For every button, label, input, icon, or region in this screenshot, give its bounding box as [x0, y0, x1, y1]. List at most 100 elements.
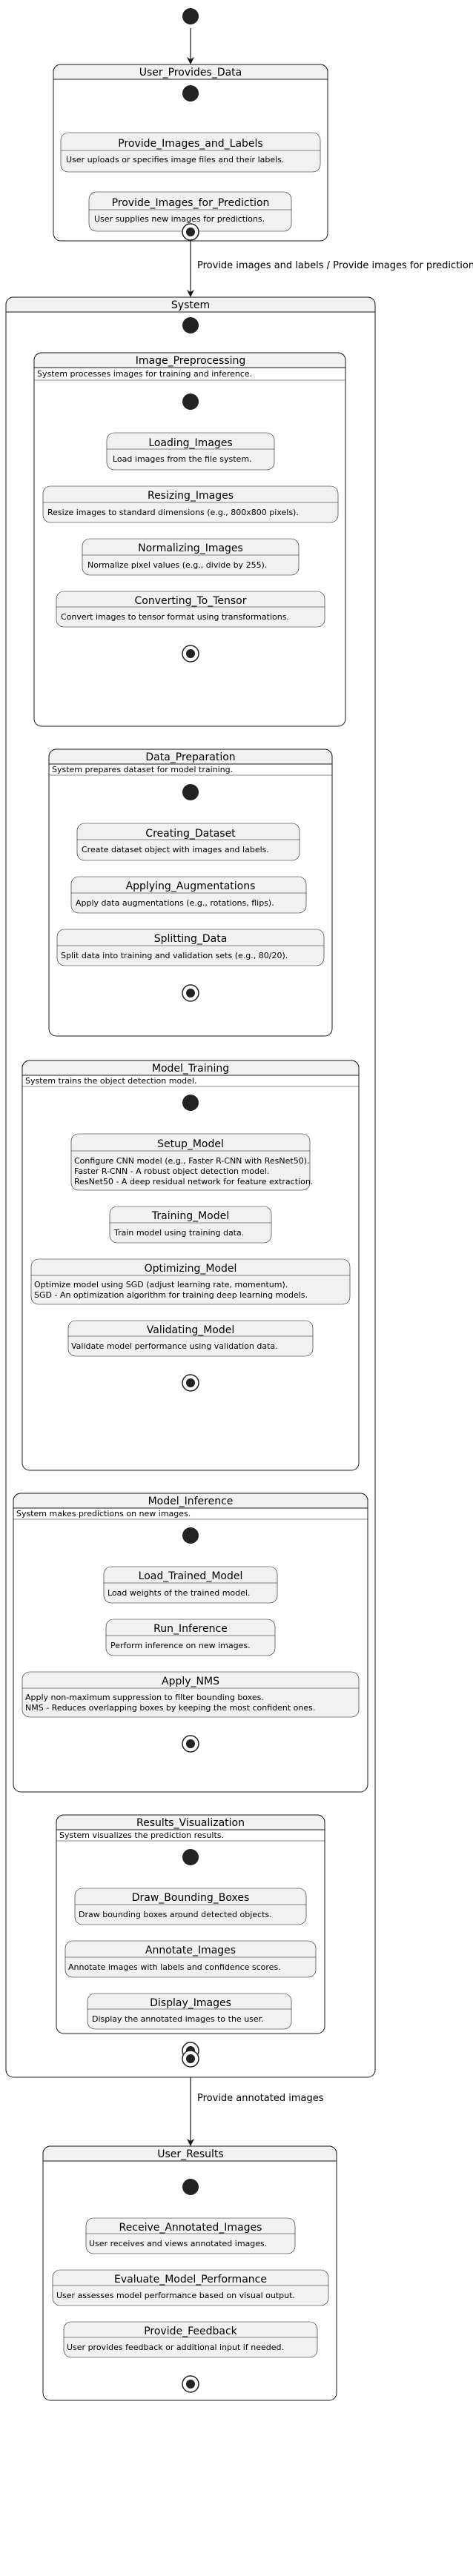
composite-title: Model_Training	[152, 1063, 229, 1075]
state-converting-to-tensor: Converting_To_Tensor Convert images to t…	[56, 591, 325, 628]
initial-state	[182, 1527, 199, 1544]
state-title: Resizing_Images	[148, 490, 234, 502]
final-state	[182, 1374, 199, 1392]
composite-image-preprocessing: Image_Preprocessing System processes ima…	[33, 352, 346, 727]
state-desc: Convert images to tensor format using tr…	[61, 612, 289, 622]
state-title: Draw_Bounding_Boxes	[132, 1892, 250, 1904]
state-draw-bounding-boxes: Draw_Bounding_Boxes Draw bounding boxes …	[74, 1888, 307, 1925]
transition-label-input: Provide images and labels / Provide imag…	[197, 260, 473, 271]
state-title: Evaluate_Model_Performance	[114, 2274, 267, 2285]
state-applying-augmentations: Applying_Augmentations Apply data augmen…	[70, 876, 307, 914]
state-optimizing-model: Optimizing_Model Optimize model using SG…	[30, 1258, 351, 1305]
final-state	[182, 1735, 199, 1753]
final-state	[182, 984, 199, 1002]
state-title: Provide_Images_and_Labels	[118, 138, 262, 150]
composite-user-results: User_Results Receive_Annotated_Images Us…	[42, 2145, 337, 2401]
state-desc: SGD - An optimization algorithm for trai…	[34, 1290, 308, 1300]
initial-state	[182, 85, 199, 102]
state-title: Validating_Model	[147, 1324, 235, 1336]
state-desc: User uploads or specifies image files an…	[66, 155, 284, 165]
state-desc: Apply non-maximum suppression to filter …	[25, 1693, 264, 1702]
state-title: Splitting_Data	[154, 933, 228, 945]
state-title: Optimizing_Model	[145, 1263, 237, 1275]
initial-state	[182, 8, 199, 24]
state-desc: NMS - Reduces overlapping boxes by keepi…	[25, 1703, 315, 1713]
state-title: Run_Inference	[153, 1623, 228, 1635]
initial-state	[182, 317, 199, 333]
state-training-model: Training_Model Train model using trainin…	[109, 1206, 272, 1244]
state-desc: Load weights of the trained model.	[108, 1588, 250, 1598]
state-title: Normalizing_Images	[138, 542, 243, 554]
state-desc: Optimize model using SGD (adjust learnin…	[34, 1280, 288, 1289]
state-run-inference: Run_Inference Perform inference on new i…	[105, 1619, 276, 1656]
state-desc: Create dataset object with images and la…	[82, 845, 269, 854]
state-resizing-images: Resizing_Images Resize images to standar…	[42, 485, 339, 523]
initial-state	[182, 394, 199, 410]
state-title: Setup_Model	[157, 1138, 224, 1150]
state-desc: Normalize pixel values (e.g., divide by …	[87, 560, 267, 570]
state-desc: Faster R-CNN - A robust object detection…	[74, 1166, 269, 1176]
final-state	[182, 2050, 199, 2068]
state-desc: Load images from the file system.	[113, 454, 252, 464]
composite-title: Model_Inference	[148, 1496, 234, 1507]
final-state	[182, 2375, 199, 2393]
state-desc: Display the annotated images to the user…	[92, 2014, 264, 2024]
initial-state	[182, 784, 199, 800]
state-desc: Validate model performance using validat…	[71, 1341, 278, 1351]
state-title: Training_Model	[151, 1210, 229, 1222]
state-provide-feedback: Provide_Feedback User provides feedback …	[63, 2321, 318, 2358]
state-desc: ResNet50 - A deep residual network for f…	[74, 1177, 313, 1186]
state-title: Annotate_Images	[145, 1945, 236, 1956]
state-provide-images-for-prediction: Provide_Images_for_Prediction User suppl…	[88, 191, 292, 232]
state-desc: Split data into training and validation …	[61, 951, 288, 960]
state-desc: Annotate images with labels and confiden…	[68, 1962, 281, 1972]
composite-title: User_Results	[157, 2148, 223, 2160]
state-title: Display_Images	[150, 1997, 231, 2009]
initial-state	[182, 1095, 199, 1111]
composite-title: Data_Preparation	[145, 751, 235, 763]
state-setup-model: Setup_Model Configure CNN model (e.g., F…	[70, 1133, 313, 1191]
state-desc: Configure CNN model (e.g., Faster R-CNN …	[74, 1156, 310, 1166]
composite-desc: System prepares dataset for model traini…	[52, 765, 233, 774]
composite-desc: System processes images for training and…	[37, 369, 252, 379]
state-title: Provide_Feedback	[144, 2326, 237, 2337]
initial-state	[182, 1849, 199, 1865]
state-display-images: Display_Images Display the annotated ima…	[87, 1993, 292, 2030]
composite-title: User_Provides_Data	[139, 67, 242, 79]
state-desc: User supplies new images for predictions…	[94, 214, 265, 224]
transition-label-output: Provide annotated images	[197, 2093, 324, 2104]
state-apply-nms: Apply_NMS Apply non-maximum suppression …	[22, 1671, 360, 1718]
composite-title: System	[171, 299, 210, 311]
state-title: Loading_Images	[148, 437, 232, 449]
state-normalizing-images: Normalizing_Images Normalize pixel value…	[82, 538, 300, 576]
composite-title: Image_Preprocessing	[136, 355, 246, 367]
state-desc: User provides feedback or additional inp…	[67, 2343, 284, 2352]
state-evaluate-model-performance: Evaluate_Model_Performance User assesses…	[52, 2269, 329, 2306]
state-desc: Train model using training data.	[113, 1228, 244, 1238]
state-validating-model: Validating_Model Validate model performa…	[67, 1320, 314, 1357]
state-loading-images: Loading_Images Load images from the file…	[106, 432, 275, 471]
state-desc: Apply data augmentations (e.g., rotation…	[76, 898, 274, 908]
state-desc: Resize images to standard dimensions (e.…	[47, 508, 299, 517]
state-title: Provide_Images_for_Prediction	[112, 197, 270, 209]
state-title: Apply_NMS	[162, 1676, 219, 1687]
state-title: Load_Trained_Model	[139, 1570, 243, 1582]
composite-desc: System makes predictions on new images.	[16, 1509, 191, 1518]
state-receive-annotated-images: Receive_Annotated_Images User receives a…	[85, 2217, 296, 2254]
state-title: Receive_Annotated_Images	[119, 2222, 262, 2234]
state-title: Creating_Dataset	[145, 828, 236, 840]
composite-system: System Image_Preprocessing System proces…	[5, 296, 376, 2078]
composite-model-training: Model_Training System trains the object …	[22, 1060, 360, 1471]
final-state	[182, 223, 199, 241]
state-creating-dataset: Creating_Dataset Create dataset object w…	[76, 823, 300, 861]
composite-desc: System visualizes the prediction results…	[59, 1830, 224, 1840]
state-load-trained-model: Load_Trained_Model Load weights of the t…	[103, 1566, 278, 1604]
state-desc: Draw bounding boxes around detected obje…	[79, 1910, 272, 1919]
composite-data-preparation: Data_Preparation System prepares dataset…	[48, 748, 333, 1037]
composite-results-visualization: Results_Visualization System visualizes …	[56, 1814, 325, 2059]
state-title: Applying_Augmentations	[126, 880, 256, 892]
state-provide-images-and-labels: Provide_Images_and_Labels User uploads o…	[60, 132, 321, 173]
state-desc: User receives and views annotated images…	[89, 2239, 267, 2248]
state-splitting-data: Splitting_Data Split data into training …	[56, 929, 325, 966]
